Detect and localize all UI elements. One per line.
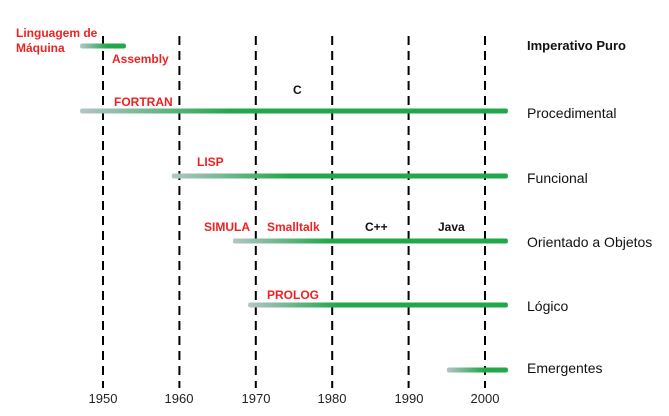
year-label-1950: 1950 — [88, 391, 118, 406]
language-label-java: Java — [438, 220, 465, 234]
paradigm-label-imperativo-puro: Imperativo Puro — [527, 38, 626, 53]
year-label-1990: 1990 — [394, 391, 424, 406]
language-label-c: C — [293, 83, 302, 97]
year-label-1960: 1960 — [164, 391, 194, 406]
language-label-cpp: C++ — [365, 220, 388, 234]
language-label-lisp: LISP — [197, 155, 224, 169]
paradigm-bar-5 — [446, 367, 508, 373]
paradigm-bar-3 — [232, 238, 508, 244]
year-label-1970: 1970 — [241, 391, 271, 406]
paradigm-bar-1 — [80, 108, 508, 114]
language-label-prolog: PROLOG — [267, 288, 320, 302]
paradigm-bars — [80, 43, 508, 373]
paradigm-label-logico: Lógico — [527, 298, 569, 314]
language-label-linguagem-de-maquina: Linguagem de Máquina — [16, 26, 98, 55]
language-label-simula: SIMULA — [204, 220, 250, 234]
paradigm-bar-0 — [80, 43, 126, 49]
paradigm-label-procedimental: Procedimental — [527, 105, 617, 121]
paradigm-bar-2 — [171, 173, 508, 179]
language-label-fortran: FORTRAN — [114, 95, 173, 109]
year-gridlines — [102, 36, 486, 388]
paradigm-bar-4 — [248, 302, 508, 308]
language-label-smalltalk: Smalltalk — [267, 220, 320, 234]
paradigm-label-orientado-a-objetos: Orientado a Objetos — [527, 234, 653, 250]
paradigm-label-emergentes: Emergentes — [527, 360, 603, 376]
year-label-2000: 2000 — [470, 391, 500, 406]
year-label-1980: 1980 — [317, 391, 347, 406]
language-label-assembly: Assembly — [112, 52, 169, 66]
paradigm-label-funcional: Funcional — [527, 170, 588, 186]
